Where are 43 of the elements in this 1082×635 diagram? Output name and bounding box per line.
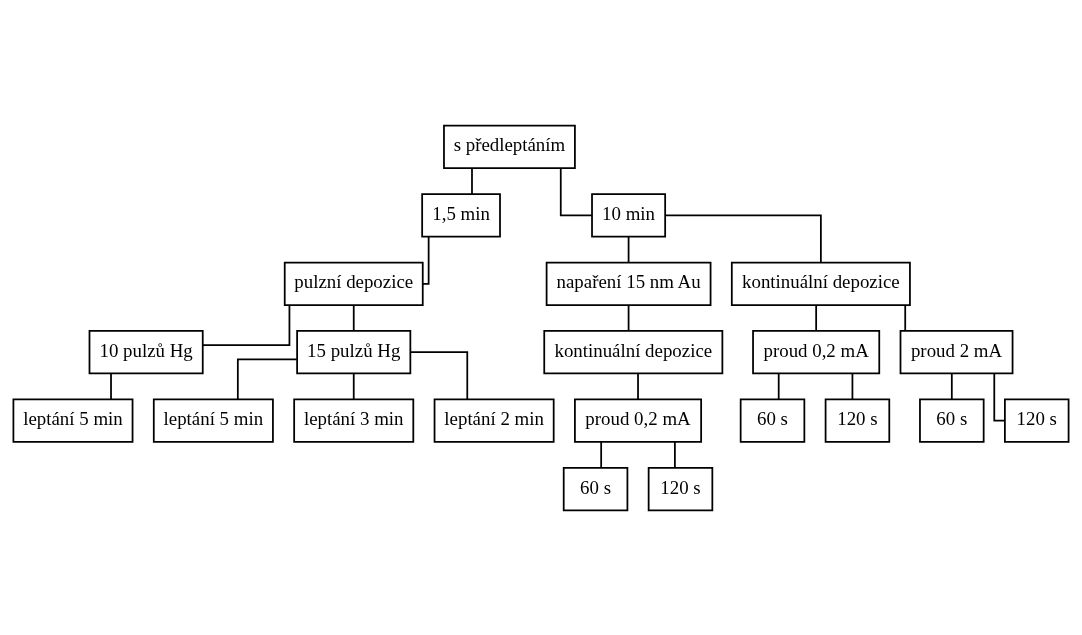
node-box: proud 0,2 mA [752, 329, 881, 374]
connector [236, 357, 298, 400]
connector [471, 166, 473, 195]
connector [559, 166, 593, 216]
node-box: 10 min [591, 192, 667, 237]
connector [627, 235, 630, 263]
node-box: proud 0,2 mA [574, 398, 703, 443]
connector [904, 303, 907, 332]
connector [815, 303, 818, 332]
node-box: 120 s [1004, 398, 1070, 443]
node-box: kontinuální depozice [730, 261, 911, 306]
node-box: 15 pulzů Hg [296, 329, 412, 374]
connector [201, 303, 291, 346]
connector [409, 350, 469, 400]
node-box: pulzní depozice [283, 261, 424, 306]
node-box: 60 s [562, 466, 629, 511]
node-box: 120 s [824, 398, 891, 443]
node-box: proud 2 mA [899, 329, 1014, 374]
connector [637, 372, 639, 400]
connector [993, 372, 1006, 421]
connector [664, 214, 822, 263]
connector [110, 372, 112, 400]
connector [421, 235, 430, 285]
node-box: napaření 15 nm Au [545, 261, 712, 306]
connector [674, 440, 676, 468]
connector [352, 372, 355, 400]
connector [352, 303, 355, 332]
node-box: s předleptáním [443, 124, 576, 169]
node-box: 60 s [739, 398, 806, 443]
node-box: 120 s [647, 466, 714, 511]
connector [851, 372, 854, 400]
node-box: leptání 2 min [433, 398, 555, 443]
node-box: 10 pulzů Hg [88, 329, 204, 374]
connector [600, 440, 603, 468]
node-box: 60 s [919, 398, 985, 443]
node-box: kontinuální depozice [543, 329, 724, 374]
connector [950, 372, 953, 400]
node-box: 1,5 min [421, 192, 501, 237]
node-box: leptání 5 min [12, 398, 134, 443]
connector [627, 303, 630, 332]
node-box: leptání 5 min [152, 398, 274, 443]
connector [777, 372, 780, 400]
node-box: leptání 3 min [293, 398, 415, 443]
